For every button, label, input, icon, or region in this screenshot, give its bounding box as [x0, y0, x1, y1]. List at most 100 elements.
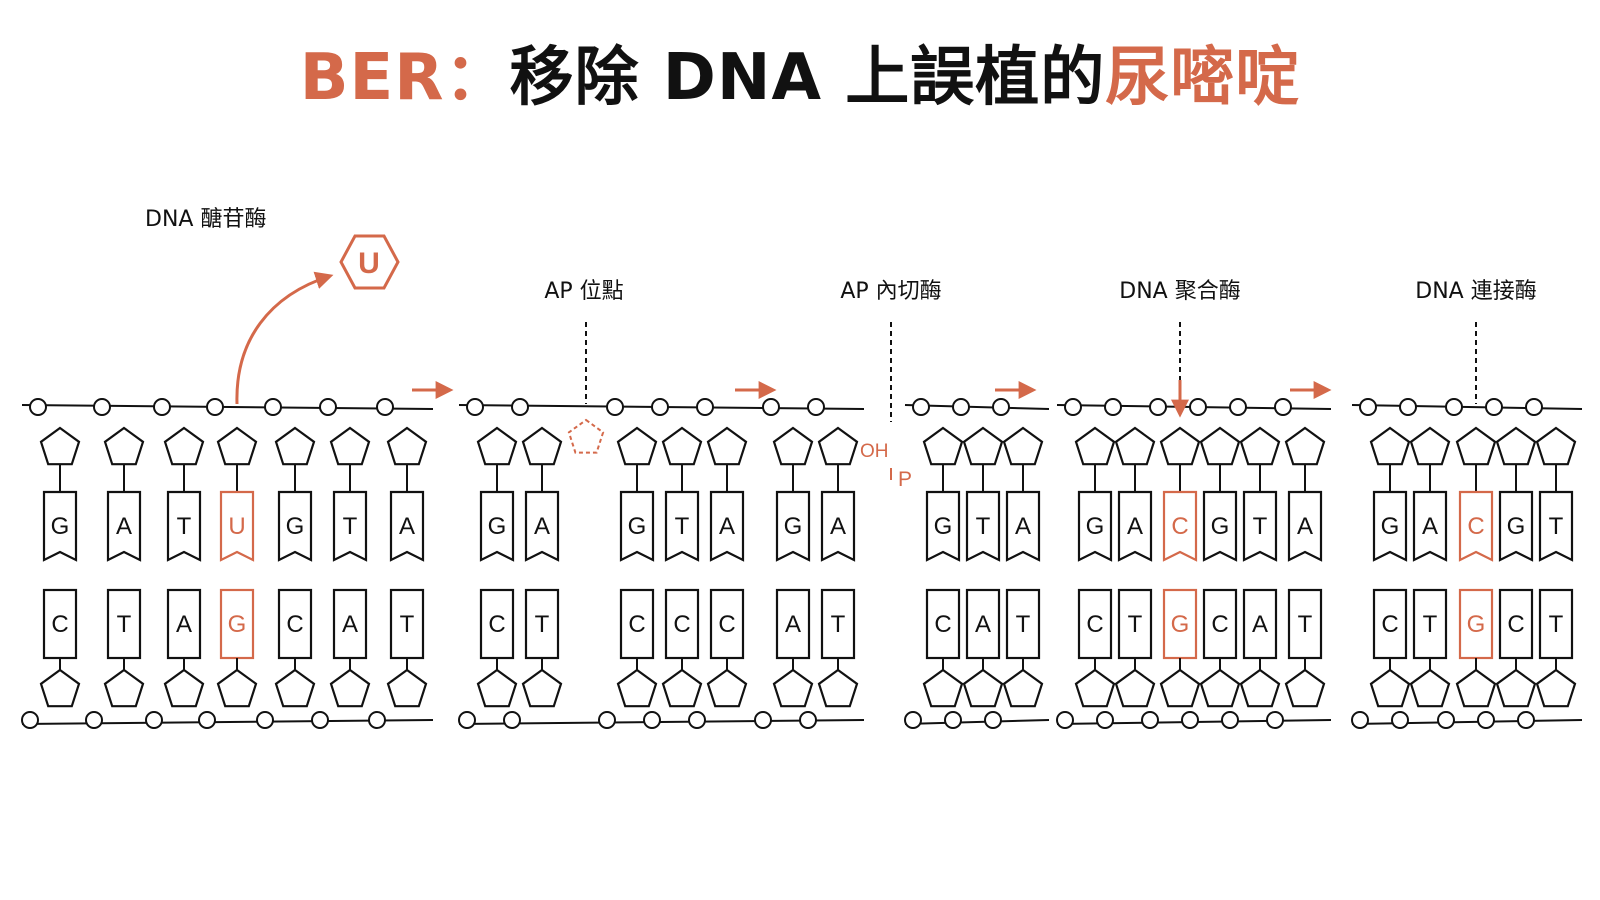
sugar — [386, 668, 428, 708]
base-bottom — [1287, 588, 1323, 660]
sugar — [616, 426, 658, 466]
base-top — [1412, 490, 1448, 562]
base-letter-top: C — [1171, 513, 1188, 540]
bottom-backbone — [904, 719, 1050, 725]
sugar — [216, 426, 258, 466]
bottom-backbone — [458, 719, 865, 725]
base-top — [1202, 490, 1238, 562]
base-letter-bottom: A — [975, 611, 991, 638]
sugar — [1002, 668, 1044, 708]
phosphate — [368, 711, 386, 729]
base-letter-top: G — [784, 513, 803, 540]
base-letter-bottom: C — [628, 611, 645, 638]
phosphate — [1477, 711, 1495, 729]
top-backbone — [21, 404, 434, 410]
phosphate — [1096, 711, 1114, 729]
base-letter-top: T — [1549, 513, 1564, 540]
base-letter-top: A — [830, 513, 846, 540]
base-letter-bottom: C — [1381, 611, 1398, 638]
base-letter-bottom: T — [117, 611, 132, 638]
sugar — [521, 668, 563, 708]
sugar — [1369, 668, 1411, 708]
phosphate — [984, 711, 1002, 729]
phosphate — [1149, 398, 1167, 416]
base-letter-top: T — [1253, 513, 1268, 540]
base-bottom — [1372, 588, 1408, 660]
sugar — [1239, 668, 1281, 708]
phosphate — [1229, 398, 1247, 416]
base-letter-top: T — [177, 513, 192, 540]
sugar — [1159, 668, 1201, 708]
sugar — [329, 426, 371, 466]
base-letter-top: G — [1211, 513, 1230, 540]
phosphate — [1141, 711, 1159, 729]
sugar — [274, 668, 316, 708]
uracil-removal-arrow — [235, 271, 334, 405]
phosphate — [93, 398, 111, 416]
base-letter-bottom: T — [1128, 611, 1143, 638]
phosphate — [651, 398, 669, 416]
base-letter-top: A — [1127, 513, 1143, 540]
sugar — [922, 426, 964, 466]
label-ap-site: AP 位點 — [544, 279, 623, 304]
sugar — [1074, 426, 1116, 466]
phosphate — [1104, 398, 1122, 416]
phosphate — [1525, 398, 1543, 416]
phosphate — [85, 711, 103, 729]
phosphate — [503, 711, 521, 729]
base-top — [664, 490, 700, 562]
base-top — [1077, 490, 1113, 562]
base-bottom — [1077, 588, 1113, 660]
base-letter-top: U — [228, 513, 245, 540]
base-letter-top: G — [51, 513, 70, 540]
base-letter-top: A — [116, 513, 132, 540]
sugar — [1535, 426, 1577, 466]
base-letter-bottom: T — [535, 611, 550, 638]
sugar — [163, 668, 205, 708]
base-top — [709, 490, 745, 562]
label-polymerase: DNA 聚合酶 — [1119, 279, 1240, 304]
phosphate — [1359, 398, 1377, 416]
base-letter-bottom: T — [400, 611, 415, 638]
phosphate — [29, 398, 47, 416]
base-letter-bottom: C — [286, 611, 303, 638]
base-letter-top: G — [934, 513, 953, 540]
base-letter-bottom: T — [1549, 611, 1564, 638]
base-bottom — [524, 588, 560, 660]
phosphate — [153, 398, 171, 416]
phosphate — [643, 711, 661, 729]
sugar — [962, 426, 1004, 466]
base-letter-bottom: C — [934, 611, 951, 638]
sugar — [274, 426, 316, 466]
base-letter-bottom: G — [1467, 611, 1486, 638]
base-top — [42, 490, 78, 562]
page-title: BER：移除 DNA 上誤植的尿嘧啶 — [0, 40, 1600, 117]
phosphate — [1189, 398, 1207, 416]
sugar — [1284, 668, 1326, 708]
phosphate — [256, 711, 274, 729]
phosphate — [807, 398, 825, 416]
base-letter-top: G — [488, 513, 507, 540]
sugar — [922, 668, 964, 708]
bottom-backbone — [1351, 719, 1583, 725]
sugar — [386, 426, 428, 466]
sugar — [1495, 668, 1537, 708]
base-letter-top: A — [534, 513, 550, 540]
sugar — [39, 426, 81, 466]
phosphate — [1399, 398, 1417, 416]
sugar — [1455, 668, 1497, 708]
base-bottom — [479, 588, 515, 660]
base-letter-bottom: C — [51, 611, 68, 638]
base-letter-top: G — [1507, 513, 1526, 540]
sugar — [1159, 426, 1201, 466]
base-letter-bottom: T — [1423, 611, 1438, 638]
phosphate — [688, 711, 706, 729]
base-letter-bottom: C — [488, 611, 505, 638]
base-bottom — [219, 588, 255, 660]
base-top — [332, 490, 368, 562]
phosphate — [1064, 398, 1082, 416]
sugar — [1455, 426, 1497, 466]
base-bottom — [1458, 588, 1494, 660]
